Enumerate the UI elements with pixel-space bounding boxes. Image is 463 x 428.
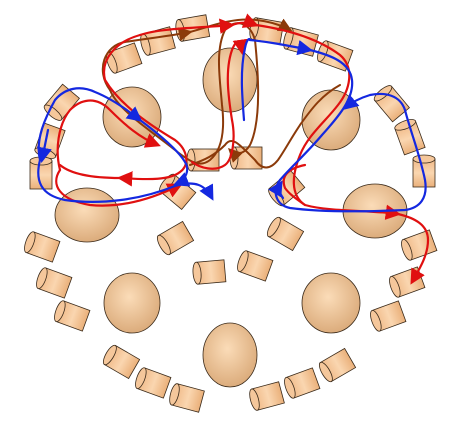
spool-31 xyxy=(192,259,227,285)
spool-16 xyxy=(401,229,438,261)
spool-21 xyxy=(169,383,205,413)
path-blue-left-upper xyxy=(37,87,143,162)
path-blue-inner-arrow xyxy=(268,180,285,200)
path-blue-left-mid xyxy=(138,118,191,187)
spool-13 xyxy=(24,231,61,263)
path-brown-right xyxy=(189,84,341,169)
spool-24 xyxy=(318,347,357,383)
spool-14 xyxy=(36,267,73,299)
path-red-right xyxy=(254,23,402,220)
spool-15 xyxy=(54,300,91,332)
spool-30 xyxy=(266,216,305,252)
path-red-lower-left xyxy=(55,168,183,207)
spool-19 xyxy=(102,344,141,380)
spool-23 xyxy=(284,367,321,399)
path-blue-right-loop xyxy=(274,92,427,213)
spool-32 xyxy=(237,250,274,282)
spool-22 xyxy=(249,381,285,411)
path-red-right-inner xyxy=(282,163,307,207)
spool-1 xyxy=(106,42,143,74)
paths-layer xyxy=(36,13,430,285)
spool-20 xyxy=(135,367,172,399)
spool-11 xyxy=(394,119,426,156)
path-blue-center xyxy=(240,37,252,122)
ball-8 xyxy=(202,322,258,388)
spool-10 xyxy=(373,85,410,123)
balls-layer xyxy=(54,47,408,388)
path-red-join xyxy=(58,163,122,180)
path-blue-left-arrow xyxy=(36,128,52,164)
path-red-top xyxy=(138,18,236,37)
ball-3 xyxy=(301,89,361,151)
path-red-topleft xyxy=(102,33,142,82)
path-blue-top-arrow xyxy=(248,38,314,56)
ball-7 xyxy=(301,272,361,334)
spool-29 xyxy=(156,220,195,256)
path-blue-lower xyxy=(37,158,214,203)
path-red-right-end xyxy=(396,212,430,285)
path-red-center-up xyxy=(226,38,248,122)
path-red-center-down xyxy=(190,118,235,170)
spool-17 xyxy=(389,266,426,298)
spool-18 xyxy=(370,300,407,332)
ball-6 xyxy=(103,272,161,334)
path-red-left-inner xyxy=(56,99,161,172)
